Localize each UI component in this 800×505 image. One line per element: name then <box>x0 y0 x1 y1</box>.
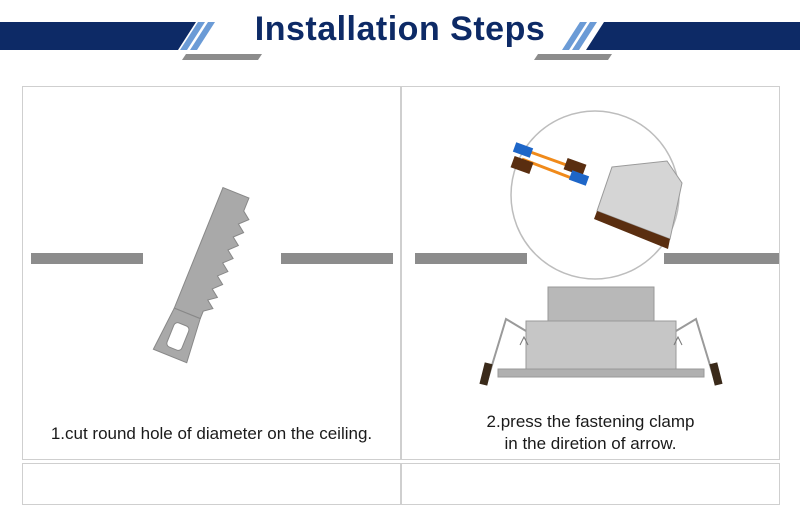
downlight-icon <box>415 110 779 386</box>
step-4-panel-partial <box>401 463 780 505</box>
step-1-caption: 1.cut round hole of diameter on the ceil… <box>50 424 373 443</box>
saw-icon <box>31 186 393 364</box>
page-title: Installation Steps <box>254 10 546 48</box>
banner-graphic <box>0 22 800 60</box>
step-2-caption-line2: in the diretion of arrow. <box>504 434 677 453</box>
step-1-panel: 1.cut round hole of diameter on the ceil… <box>22 86 401 460</box>
step-2-caption-line1: 2.press the fastening clamp <box>486 412 695 431</box>
wire-connector <box>510 142 683 249</box>
header-banner: Installation Steps <box>0 0 800 60</box>
step-2-panel: 2.press the fastening clamp in the diret… <box>401 86 780 460</box>
step-3-panel-partial <box>22 463 401 505</box>
